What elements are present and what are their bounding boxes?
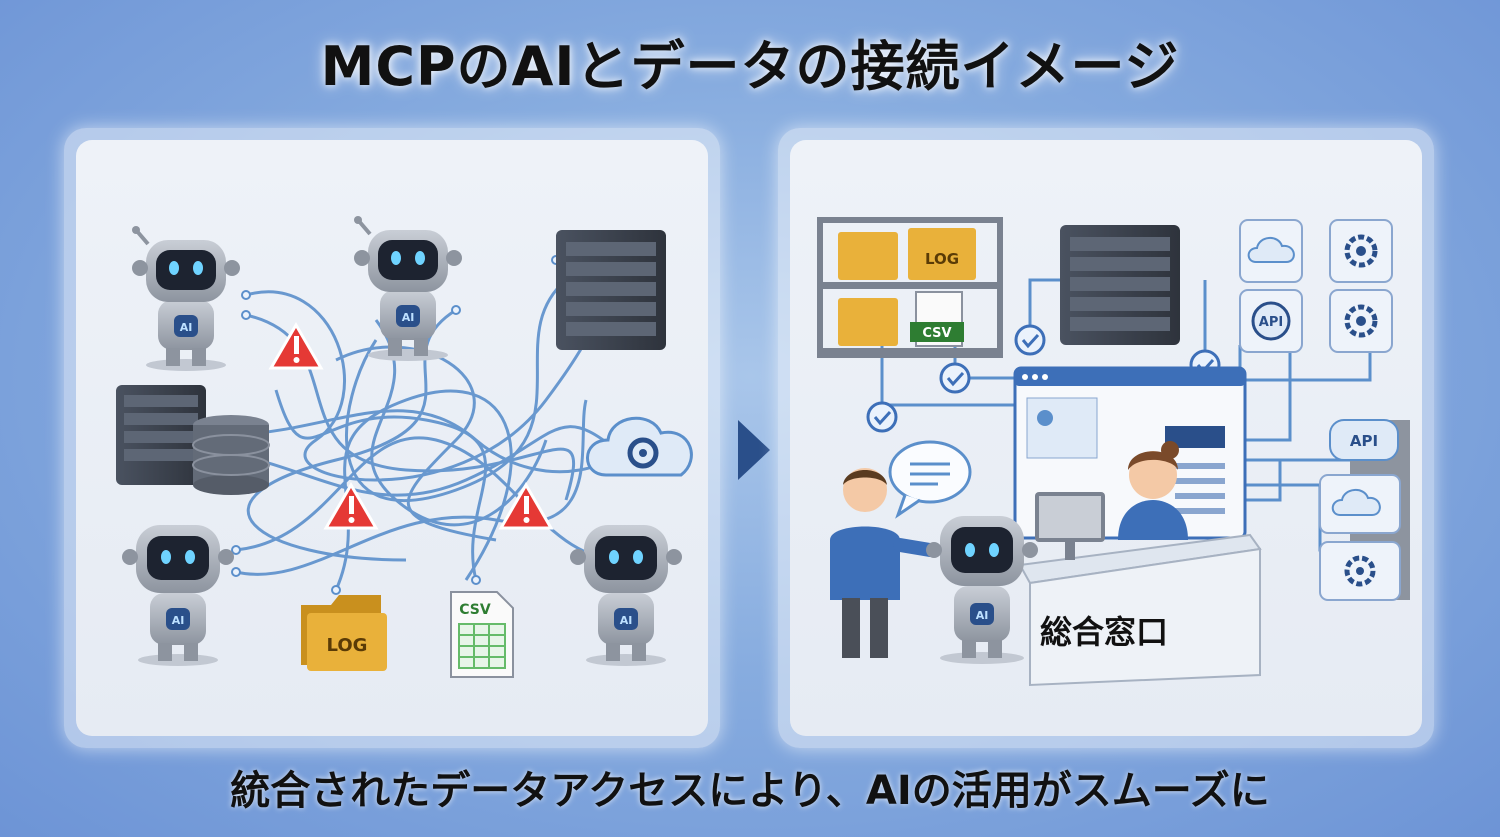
cloud-gear-icon — [586, 416, 693, 477]
file-shelf-icon: LOG CSV — [817, 217, 1003, 358]
robot-icon: AI — [926, 516, 1038, 664]
robot-icon: AI — [132, 226, 240, 371]
robot-icon: AI — [122, 525, 234, 666]
server-icon — [1060, 225, 1180, 345]
check-icon — [939, 362, 971, 394]
robot-icon: AI — [570, 525, 682, 666]
warning-icon — [498, 482, 554, 530]
left-panel-before: AI AI — [64, 128, 720, 748]
speech-bubble-icon — [888, 440, 972, 519]
warning-icon — [268, 322, 324, 370]
svg-text:AI: AI — [976, 609, 989, 622]
svg-text:LOG: LOG — [925, 250, 959, 268]
page-title: MCPのAIとデータの接続イメージ — [320, 35, 1180, 98]
right-panel-after: LOG CSV — [778, 128, 1434, 748]
person-icon — [830, 468, 937, 658]
svg-text:LOG: LOG — [327, 635, 368, 656]
unified-access-illustration: LOG CSV — [817, 217, 1410, 687]
api-stack-icon: API — [1319, 419, 1410, 601]
svg-text:AI: AI — [402, 311, 415, 324]
transition-arrow-icon — [738, 420, 770, 480]
svg-text:総合窓口: 総合窓口 — [1040, 613, 1168, 651]
bottom-caption: 統合されたデータアクセスにより、AIの活用がスムーズに — [230, 768, 1270, 814]
right-panel-inner: LOG CSV — [790, 140, 1422, 736]
api-tile-icon: API — [1239, 289, 1303, 353]
svg-text:CSV: CSV — [922, 326, 951, 341]
svg-text:API: API — [1350, 432, 1378, 450]
receptionist-icon — [1118, 441, 1188, 540]
gear-tile-icon — [1329, 219, 1393, 283]
log-folder-icon: LOG — [301, 595, 387, 671]
svg-text:AI: AI — [180, 321, 193, 334]
server-icon — [556, 230, 666, 350]
gear-tile-icon — [1329, 289, 1393, 353]
robot-icon: AI — [354, 216, 462, 361]
tangled-connections-illustration: AI AI — [116, 216, 693, 678]
warning-icon — [323, 482, 379, 530]
server-database-icon — [116, 385, 270, 495]
left-panel-inner: AI AI — [76, 140, 708, 736]
check-icon — [1014, 324, 1046, 356]
csv-file-icon: CSV — [450, 591, 514, 678]
svg-text:CSV: CSV — [459, 602, 491, 618]
svg-text:AI: AI — [172, 614, 185, 627]
reception-counter: 総合窓口 — [1018, 533, 1262, 687]
svg-text:AI: AI — [620, 614, 633, 627]
check-icon — [866, 401, 898, 433]
cloud-tile-icon — [1239, 219, 1303, 283]
svg-text:API: API — [1259, 315, 1283, 330]
monitor-icon — [1035, 492, 1105, 560]
